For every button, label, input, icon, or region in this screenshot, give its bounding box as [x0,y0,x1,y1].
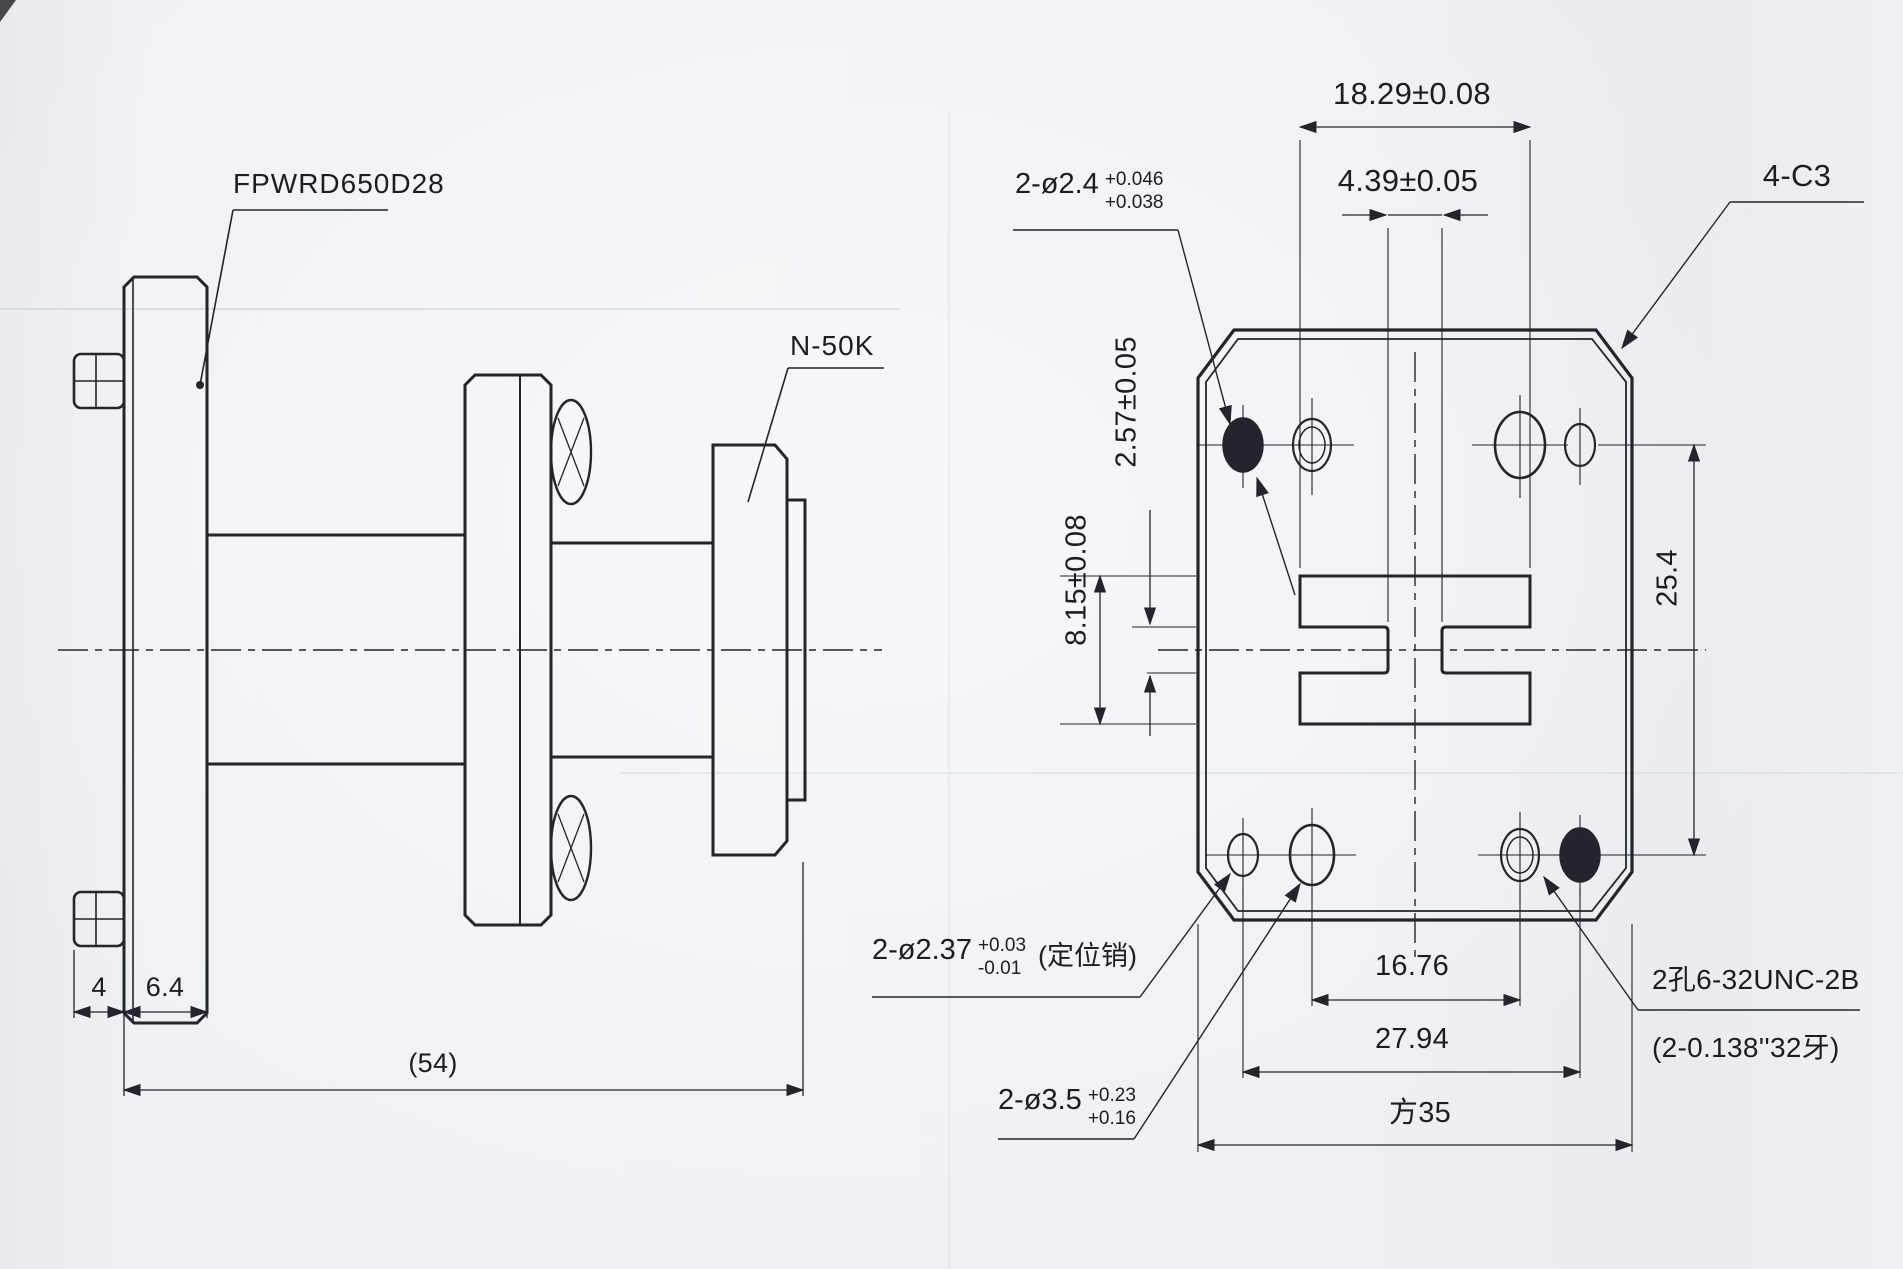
tolerance-upper: +0.23 [1087,1085,1136,1106]
threaded-holes-spec: 2孔6-32UNC-2B [1652,964,1860,995]
dim-square-size: 方35 [1388,1097,1452,1129]
dim-vertical-spacing: 25.4 [1651,549,1684,607]
tolerance-upper: +0.046 [1104,169,1164,190]
tolerance-upper: +0.03 [977,935,1027,956]
connector-type-label: N-50K [790,330,875,361]
ridge-aperture [1298,574,1532,726]
clearance-hole-top [1472,395,1568,498]
dowel-holes-size: 2-ø2.4 [1015,168,1099,200]
pin-holes-tolerance: +0.03 -0.01 [978,934,1026,980]
face-view [872,120,1864,1152]
ridge-gap-dim [1132,510,1196,736]
part-label-leader [196,209,388,389]
pin-holes-size: 2-ø2.37 [872,934,972,966]
dim-aperture-height: 8.15±0.08 [1060,514,1093,646]
square-size-dim [1196,924,1634,1152]
aperture-height-dim [1060,574,1196,726]
dim-ridge-width: 4.39±0.05 [1337,163,1479,198]
paper-crease [620,772,1903,774]
tolerance-lower: -0.01 [977,958,1022,979]
pin-holes-callout: 2-ø2.37 +0.03 -0.01 (定位销) [872,934,1137,980]
outer-spacing-dim [1241,888,1582,1079]
connector-label-leader [747,367,884,503]
dowel-hole-top-left [1198,405,1290,488]
clearance-hole-bottom [1268,808,1356,902]
chamfer-label: 4-C3 [1762,158,1832,193]
paper-crease [948,110,950,1269]
dim-overall-length: (54) [408,1048,458,1078]
dim-hole-spacing: 16.76 [1374,950,1450,982]
phillips-screw-top [549,398,593,506]
dowel-holes-tolerance: +0.046 +0.038 [1105,168,1164,214]
dowel-label-leader [1013,229,1296,596]
ridge-width-dim [1342,208,1488,622]
dowel-holes-callout: 2-ø2.4 +0.046 +0.038 [1015,168,1163,214]
pin-label-leader [872,872,1231,998]
tapped-hole-top [1270,398,1354,495]
phillips-screw-bottom [549,794,593,902]
clearance-holes-tolerance: +0.23 +0.16 [1088,1084,1136,1130]
side-view [58,209,884,1097]
clearance-holes-size: 2-ø3.5 [998,1084,1082,1116]
chamfer-label-leader [1621,201,1864,350]
clearance-label-leader [998,882,1301,1140]
paper-crease [0,308,900,310]
threaded-holes-note: (2-0.138''32牙) [1652,1032,1840,1063]
connector-nut [711,443,789,857]
flange-face-outline [1196,328,1634,922]
rear-bolt-bottom [72,890,126,948]
scan-smudge [0,0,16,22]
dim-aperture-width: 18.29±0.08 [1333,76,1491,111]
tolerance-lower: +0.038 [1104,192,1164,213]
part-number-label: FPWRD650D28 [233,168,445,199]
tapped-hole-bottom [1478,812,1562,900]
dim-outer-spacing: 27.94 [1374,1023,1450,1055]
tolerance-lower: +0.16 [1087,1108,1136,1129]
dim-pin-length: 4 [91,972,107,1002]
side-view-dimensions [72,862,805,1097]
rear-bolt-top [72,352,126,410]
aperture-width-dim [1298,120,1532,568]
pin-holes-note: (定位销) [1038,941,1138,971]
vertical-spacing-dim [1598,443,1706,857]
connector-end [787,498,807,802]
threaded-label-leader [1543,875,1860,1011]
dim-ridge-gap: 2.57±0.05 [1110,336,1143,468]
hole-spacing-dim [1310,888,1522,1007]
dim-flange-thickness: 6.4 [145,972,185,1002]
mid-flange-outline [463,373,553,927]
pin-hole-top-right [1563,408,1597,485]
clearance-holes-callout: 2-ø3.5 +0.23 +0.16 [998,1084,1136,1130]
